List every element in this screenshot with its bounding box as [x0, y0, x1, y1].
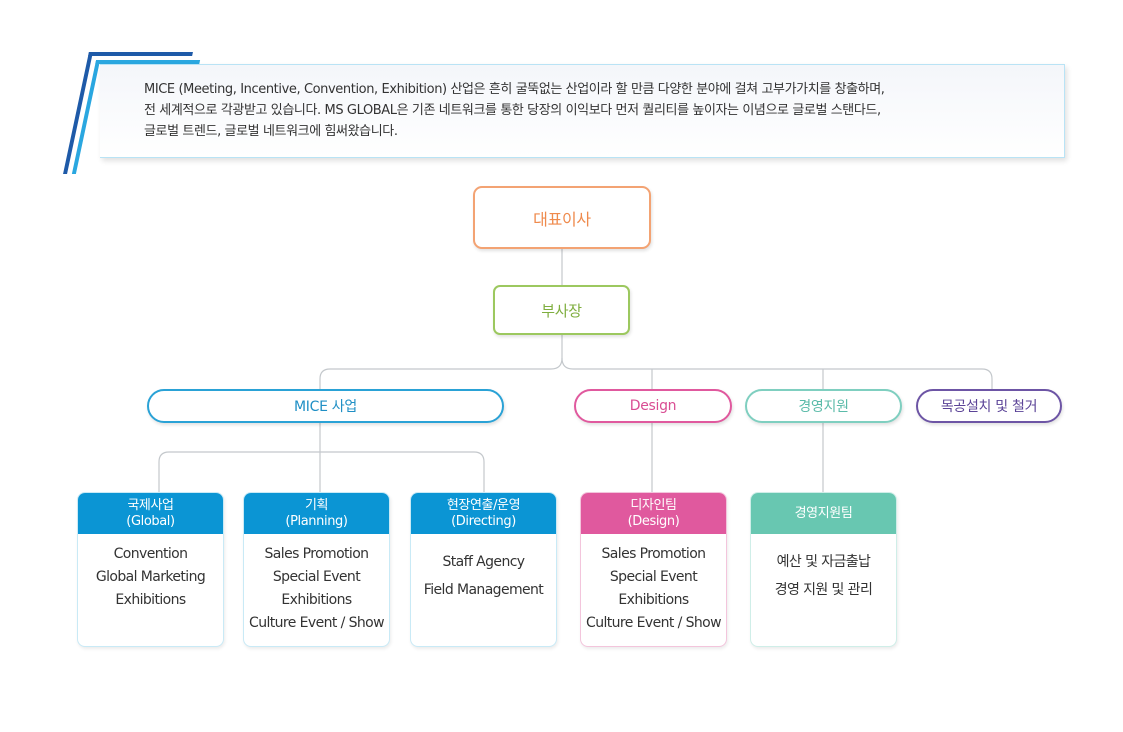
team-title: 경영지원팀: [794, 505, 853, 521]
team-items: Sales Promotion Special Event Exhibition…: [244, 534, 389, 635]
team-item: Exhibitions: [281, 592, 352, 608]
team-header: 국제사업 (Global): [78, 493, 223, 534]
team-item: 경영 지원 및 관리: [774, 582, 873, 598]
team-card-planning: 기획 (Planning) Sales Promotion Special Ev…: [243, 492, 390, 647]
team-items: Convention Global Marketing Exhibitions: [78, 534, 223, 612]
connector-vp-carpentry: [561, 357, 993, 389]
intro-line: 글로벌 트렌드, 글로벌 네트워크에 힘써왔습니다.: [144, 124, 398, 139]
team-items: Sales Promotion Special Event Exhibition…: [581, 534, 726, 635]
team-card-global: 국제사업 (Global) Convention Global Marketin…: [77, 492, 224, 647]
connector-mice-teams: [158, 451, 485, 492]
division-management: 경영지원: [745, 389, 902, 423]
team-item: Culture Event / Show: [249, 615, 385, 631]
team-item: Exhibitions: [115, 592, 186, 608]
team-header: 경영지원팀: [751, 493, 896, 534]
team-card-management: 경영지원팀 예산 및 자금출납 경영 지원 및 관리: [750, 492, 897, 647]
team-header: 현장연출/운영 (Directing): [411, 493, 556, 534]
team-subtitle: (Design): [627, 513, 680, 529]
team-title: 기획: [304, 497, 329, 513]
team-subtitle: (Planning): [285, 513, 348, 529]
ceo-node: 대표이사: [473, 186, 651, 249]
team-card-directing: 현장연출/운영 (Directing) Staff Agency Field M…: [410, 492, 557, 647]
team-item: Convention: [113, 546, 188, 562]
division-carpentry: 목공설치 및 철거: [916, 389, 1062, 423]
intro-text: MICE (Meeting, Incentive, Convention, Ex…: [144, 79, 1050, 142]
team-item: Sales Promotion: [264, 546, 370, 562]
team-title: 국제사업: [127, 497, 174, 513]
team-header: 디자인팀 (Design): [581, 493, 726, 534]
division-design: Design: [574, 389, 732, 423]
team-items: Staff Agency Field Management: [411, 534, 556, 604]
division-mice: MICE 사업: [147, 389, 504, 423]
intro-line: MICE (Meeting, Incentive, Convention, Ex…: [144, 82, 885, 97]
team-items: 예산 및 자금출납 경영 지원 및 관리: [751, 534, 896, 604]
team-subtitle: (Global): [126, 513, 175, 529]
intro-line: 전 세계적으로 각광받고 있습니다. MS GLOBAL은 기존 네트워크를 통…: [144, 103, 881, 118]
intro-panel: MICE (Meeting, Incentive, Convention, Ex…: [100, 64, 1065, 158]
team-item: 예산 및 자금출납: [776, 554, 871, 570]
team-subtitle: (Directing): [451, 513, 516, 529]
team-card-design: 디자인팀 (Design) Sales Promotion Special Ev…: [580, 492, 727, 647]
team-title: 디자인팀: [630, 497, 677, 513]
team-header: 기획 (Planning): [244, 493, 389, 534]
vice-president-node: 부사장: [493, 285, 630, 335]
team-item: Sales Promotion: [601, 546, 707, 562]
team-item: Staff Agency: [442, 554, 526, 570]
team-item: Special Event: [609, 569, 698, 585]
team-item: Global Marketing: [95, 569, 206, 585]
team-item: Field Management: [423, 582, 544, 598]
connector-vp-mice: [319, 335, 563, 389]
team-item: Culture Event / Show: [586, 615, 722, 631]
team-item: Special Event: [272, 569, 361, 585]
team-item: Exhibitions: [618, 592, 689, 608]
team-title: 현장연출/운영: [446, 497, 521, 513]
